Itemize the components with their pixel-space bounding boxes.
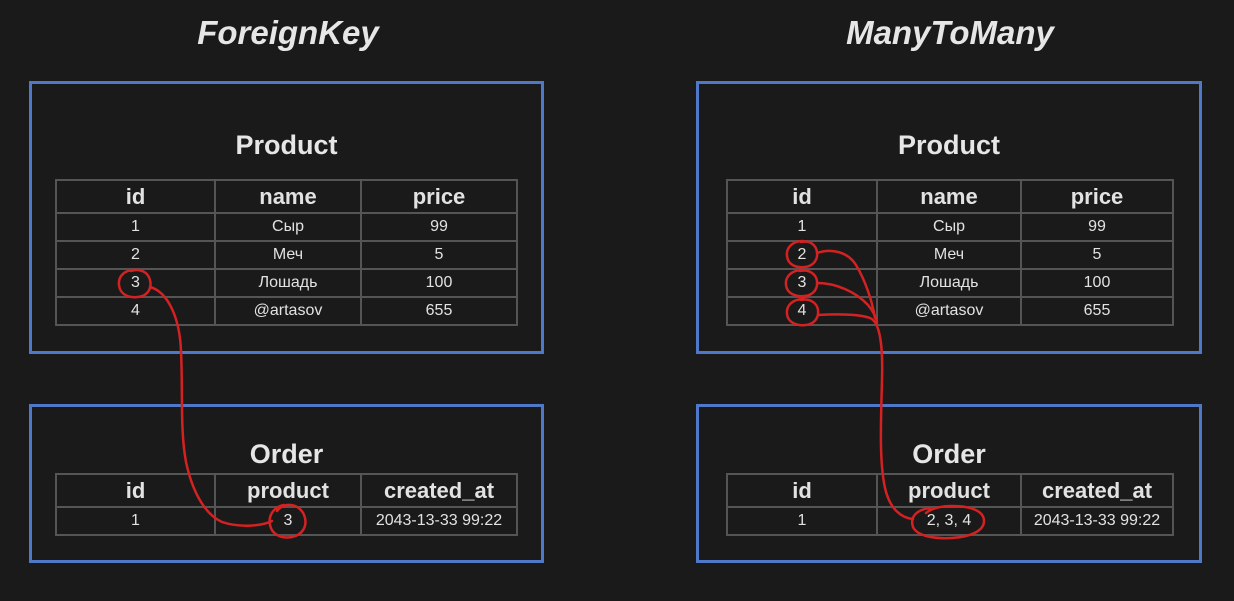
table-row: 1 3 2043-13-33 99:22 <box>55 506 518 536</box>
right-order-panel: Order id product created_at 1 2, 3, 4 20… <box>696 404 1202 563</box>
table-row: 1 Сыр 99 <box>726 212 1174 242</box>
column-header: id <box>726 179 878 214</box>
table-row: 2 Меч 5 <box>55 240 518 270</box>
table-row: 3 Лошадь 100 <box>726 268 1174 298</box>
column-header: created_at <box>360 473 518 508</box>
column-header: price <box>360 179 518 214</box>
table-header-row: id product created_at <box>726 473 1174 508</box>
cell-price: 655 <box>360 296 518 326</box>
cell-name: Меч <box>214 240 362 270</box>
cell-created-at: 2043-13-33 99:22 <box>1020 506 1174 536</box>
cell-price: 655 <box>1020 296 1174 326</box>
cell-id: 3 <box>55 268 216 298</box>
right-product-title: Product <box>897 130 1000 160</box>
cell-name: Меч <box>876 240 1022 270</box>
cell-name: @artasov <box>214 296 362 326</box>
table-header-row: id product created_at <box>55 473 518 508</box>
cell-price: 99 <box>360 212 518 242</box>
table-header-row: id name price <box>726 179 1174 214</box>
column-header: id <box>55 473 216 508</box>
cell-price: 100 <box>360 268 518 298</box>
left-order-table: id product created_at 1 3 2043-13-33 99:… <box>55 473 518 536</box>
cell-created-at: 2043-13-33 99:22 <box>360 506 518 536</box>
cell-id: 4 <box>55 296 216 326</box>
table-row: 1 Сыр 99 <box>55 212 518 242</box>
cell-product: 3 <box>214 506 362 536</box>
table-row: 3 Лошадь 100 <box>55 268 518 298</box>
cell-product: 2, 3, 4 <box>876 506 1022 536</box>
cell-id: 1 <box>726 506 878 536</box>
cell-id: 1 <box>55 506 216 536</box>
cell-price: 5 <box>1020 240 1174 270</box>
foreignkey-heading: ForeignKey <box>197 14 379 51</box>
cell-id: 2 <box>726 240 878 270</box>
right-order-title: Order <box>912 439 986 469</box>
cell-id: 1 <box>726 212 878 242</box>
table-row: 4 @artasov 655 <box>55 296 518 326</box>
manytomany-heading: ManyToMany <box>846 14 1054 51</box>
cell-name: Лошадь <box>214 268 362 298</box>
cell-name: @artasov <box>876 296 1022 326</box>
column-header: id <box>726 473 878 508</box>
left-order-panel: Order id product created_at 1 3 2043-13-… <box>29 404 544 563</box>
column-header: product <box>214 473 362 508</box>
cell-id: 2 <box>55 240 216 270</box>
left-product-panel: Product id name price 1 Сыр 99 2 Меч 5 3… <box>29 81 544 354</box>
table-row: 1 2, 3, 4 2043-13-33 99:22 <box>726 506 1174 536</box>
cell-id: 1 <box>55 212 216 242</box>
right-product-panel: Product id name price 1 Сыр 99 2 Меч 5 3… <box>696 81 1202 354</box>
cell-id: 4 <box>726 296 878 326</box>
cell-name: Сыр <box>214 212 362 242</box>
column-header: name <box>214 179 362 214</box>
column-header: created_at <box>1020 473 1174 508</box>
right-product-table: id name price 1 Сыр 99 2 Меч 5 3 Лошадь … <box>726 179 1174 326</box>
column-header: price <box>1020 179 1174 214</box>
column-header: product <box>876 473 1022 508</box>
right-order-table: id product created_at 1 2, 3, 4 2043-13-… <box>726 473 1174 536</box>
cell-price: 5 <box>360 240 518 270</box>
column-header: name <box>876 179 1022 214</box>
cell-price: 100 <box>1020 268 1174 298</box>
table-header-row: id name price <box>55 179 518 214</box>
left-product-table: id name price 1 Сыр 99 2 Меч 5 3 Лошадь … <box>55 179 518 326</box>
column-header: id <box>55 179 216 214</box>
table-row: 2 Меч 5 <box>726 240 1174 270</box>
cell-price: 99 <box>1020 212 1174 242</box>
cell-name: Лошадь <box>876 268 1022 298</box>
table-row: 4 @artasov 655 <box>726 296 1174 326</box>
left-order-title: Order <box>249 439 324 469</box>
left-product-title: Product <box>235 130 338 160</box>
cell-id: 3 <box>726 268 878 298</box>
cell-name: Сыр <box>876 212 1022 242</box>
